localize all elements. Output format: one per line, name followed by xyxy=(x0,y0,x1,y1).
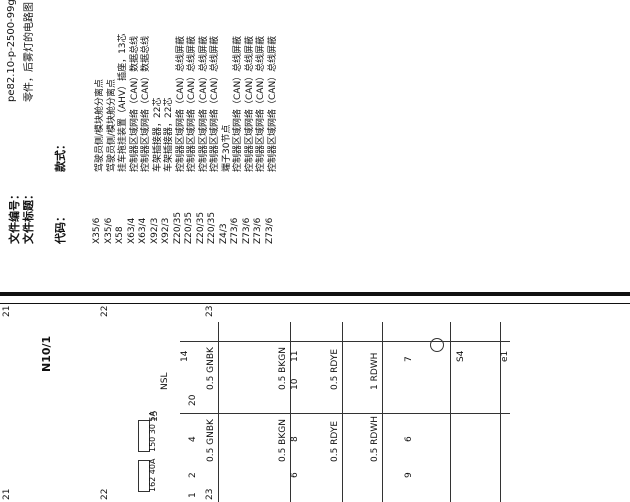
wire-label: 0.5 GNBK xyxy=(206,347,216,390)
pin-label: 7 xyxy=(404,356,414,362)
fuse-label: 162 40A xyxy=(148,458,157,492)
wire-label: 0.5 BKGN xyxy=(278,419,288,462)
pin-label: 20 xyxy=(188,394,198,406)
wire-label: 0.5 BKGN xyxy=(278,347,288,390)
wire-line xyxy=(382,322,383,502)
grid-number: 22 xyxy=(100,488,110,500)
wire-label: 0.5 RDYE xyxy=(330,348,340,390)
row-code: Z73/6 xyxy=(253,217,263,244)
pin-label: 10 xyxy=(290,378,300,390)
grid-number: 21 xyxy=(2,305,12,317)
doc-title-label: 文件标题： xyxy=(22,189,35,244)
row-description: 控制器区域网络（CAN）总线屏蔽 xyxy=(267,35,278,172)
wire-line xyxy=(342,322,343,502)
ground-label: e1 xyxy=(500,350,510,362)
pin-label: 14 xyxy=(180,350,190,362)
row-code: X63/4 xyxy=(126,217,137,244)
grid-number: 21 xyxy=(2,488,12,500)
doc-number-value: pe82.10-p-2500-99ga xyxy=(6,0,17,102)
fuse-label: 150 30 5A xyxy=(148,410,157,452)
wire-line xyxy=(218,322,219,502)
row-code: Z20/35 xyxy=(207,211,217,244)
pin-label: 9 xyxy=(404,472,414,478)
pin-label: 11 xyxy=(290,350,300,362)
module-label: N10/1 xyxy=(40,335,53,372)
module-outline xyxy=(180,341,510,342)
ground-symbol xyxy=(430,338,444,352)
pin-label: 4 xyxy=(188,436,198,442)
wire-label: 0.5 RDWH xyxy=(370,415,380,462)
row-code: Z73/6 xyxy=(241,217,252,244)
doc-title-value: 零件，后雾灯的电路图 xyxy=(24,2,35,102)
wire-line xyxy=(500,322,501,502)
wire-label: 1 RDWH xyxy=(370,352,380,390)
code-column-label: 代码： xyxy=(54,211,67,244)
row-code: X92/3 xyxy=(161,217,171,244)
row-code: X92/3 xyxy=(149,217,160,244)
row-code: Z20/35 xyxy=(184,211,194,244)
pin-label: 8 xyxy=(290,436,300,442)
wire-label: 0.5 GNBK xyxy=(206,419,216,462)
grid-number: 23 xyxy=(205,305,215,317)
grid-number: 23 xyxy=(205,488,215,500)
pin-label: 6 xyxy=(404,436,414,442)
pin-label: 6 xyxy=(290,472,300,478)
row-code: X35/6 xyxy=(103,217,114,244)
row-code: Z20/35 xyxy=(195,211,206,244)
row-code: X63/4 xyxy=(138,217,148,244)
separator-line xyxy=(0,292,630,296)
wire-short-label: NSL xyxy=(160,372,170,390)
grid-number: 22 xyxy=(100,305,110,317)
row-code: X35/6 xyxy=(92,217,102,244)
wire-line xyxy=(450,322,451,502)
row-code: Z4/3 xyxy=(218,223,229,244)
row-code: X58 xyxy=(115,226,125,244)
pin-label: 2 xyxy=(188,472,198,478)
pin-label: 1 xyxy=(188,492,198,498)
wire-label: 0.5 RDYE xyxy=(330,420,340,462)
separator-line-thin xyxy=(0,303,630,304)
row-code: Z73/6 xyxy=(264,217,275,244)
row-code: Z20/35 xyxy=(172,211,183,244)
row-code: Z73/6 xyxy=(230,217,240,244)
style-column-label: 款式： xyxy=(54,139,67,172)
wire-bus xyxy=(180,413,510,414)
ground-label: S4 xyxy=(456,350,466,362)
